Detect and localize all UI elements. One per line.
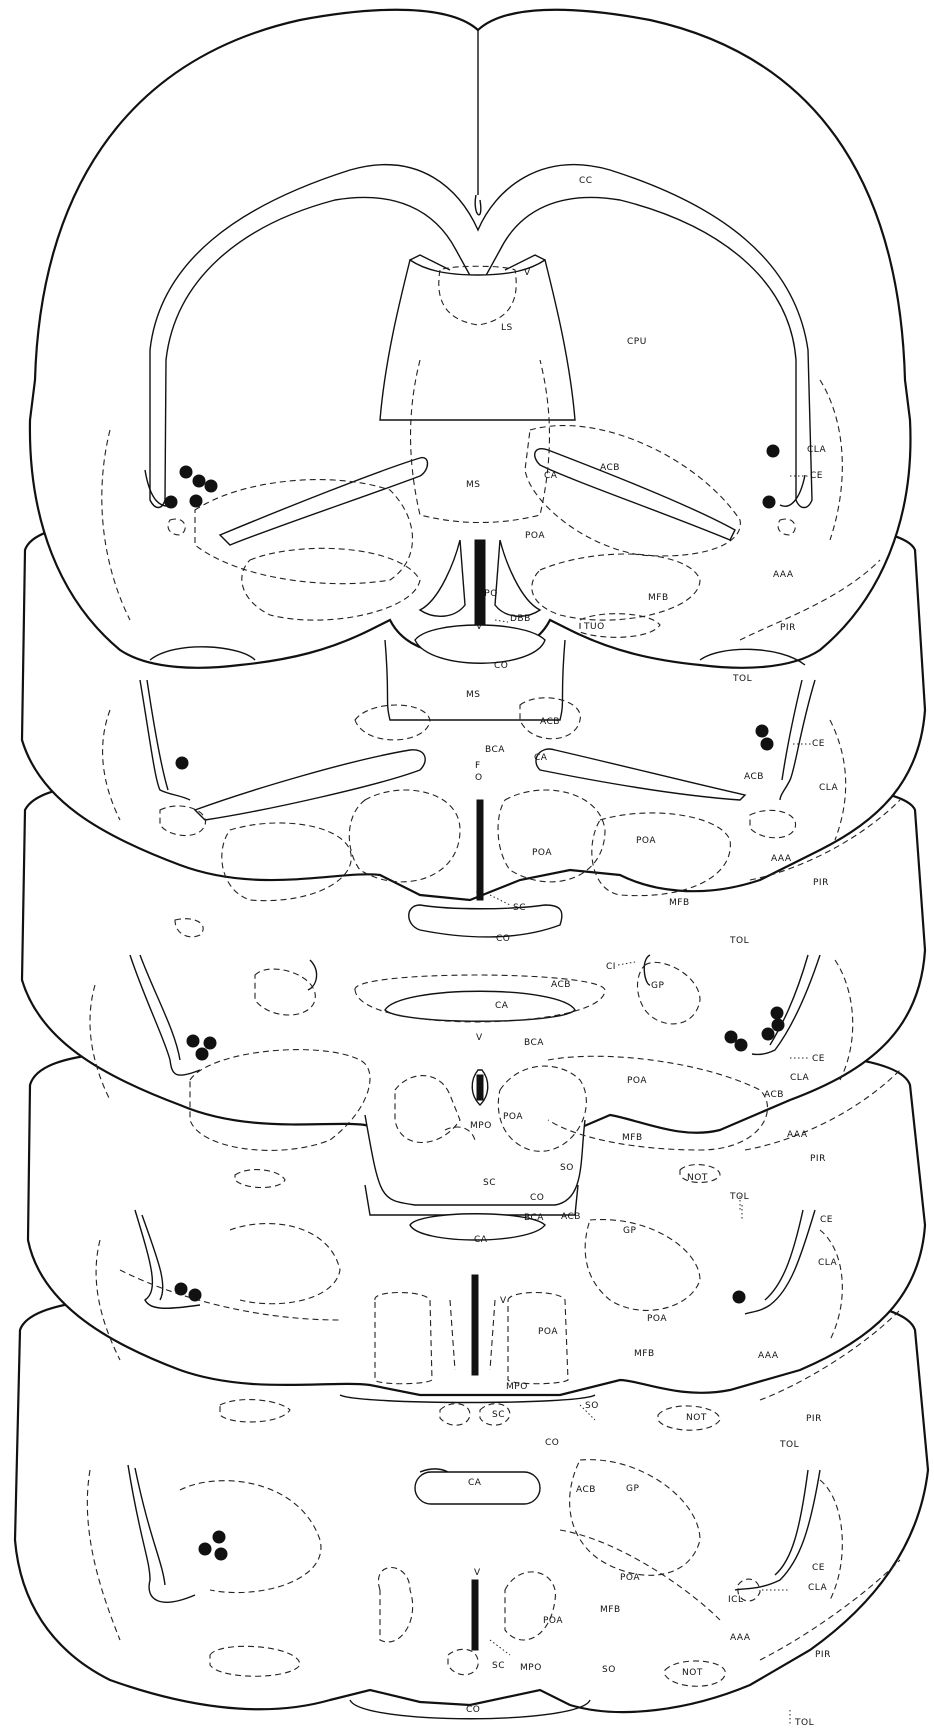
svg-text:NOT: NOT [686, 1413, 707, 1423]
svg-text:CLA: CLA [808, 1583, 828, 1593]
svg-text:CE: CE [812, 1563, 825, 1573]
svg-text:CO: CO [466, 1705, 480, 1715]
svg-text:MPO: MPO [520, 1663, 542, 1673]
svg-text:POA: POA [538, 1327, 558, 1337]
svg-text:POA: POA [620, 1573, 640, 1583]
svg-text:AAA: AAA [787, 1130, 808, 1140]
svg-text:MPO: MPO [476, 589, 498, 599]
svg-text:ACB: ACB [561, 1212, 581, 1222]
svg-text:CLA: CLA [790, 1073, 810, 1083]
svg-text:CO: CO [494, 661, 508, 671]
svg-text:AAA: AAA [771, 854, 792, 864]
svg-text:PIR: PIR [806, 1414, 822, 1424]
svg-text:GP: GP [626, 1484, 639, 1494]
svg-text:BCA: BCA [524, 1213, 544, 1223]
svg-text:POA: POA [543, 1616, 563, 1626]
svg-text:NOT: NOT [682, 1668, 703, 1678]
svg-text:LS: LS [501, 323, 513, 333]
svg-text:CLA: CLA [807, 445, 827, 455]
svg-text:TOL: TOL [729, 1192, 749, 1202]
svg-text:MPO: MPO [470, 1121, 492, 1131]
svg-text:CE: CE [812, 739, 825, 749]
svg-text:SO: SO [602, 1665, 616, 1675]
svg-text:V: V [524, 268, 531, 278]
svg-text:F: F [475, 761, 481, 771]
svg-text:CO: CO [545, 1438, 559, 1448]
svg-text:AAA: AAA [730, 1633, 751, 1643]
svg-text:TOL: TOL [729, 936, 749, 946]
svg-text:CA: CA [534, 753, 548, 763]
svg-text:V: V [474, 1568, 481, 1578]
svg-text:ACB: ACB [540, 717, 560, 727]
svg-text:TUO: TUO [583, 622, 605, 632]
svg-text:POA: POA [636, 836, 656, 846]
svg-text:CC: CC [579, 176, 593, 186]
svg-text:CLA: CLA [819, 783, 839, 793]
svg-text:CE: CE [820, 1215, 833, 1225]
svg-text:POA: POA [647, 1314, 667, 1324]
svg-text:BCA: BCA [524, 1038, 544, 1048]
svg-text:NOT: NOT [687, 1173, 708, 1183]
svg-text:SO: SO [585, 1401, 599, 1411]
svg-text:PIR: PIR [780, 623, 796, 633]
svg-text:TOL: TOL [794, 1718, 814, 1728]
svg-text:ACB: ACB [764, 1090, 784, 1100]
svg-text:POA: POA [627, 1076, 647, 1086]
anterior-commissure [415, 1472, 540, 1504]
svg-text:POA: POA [525, 531, 545, 541]
svg-text:CO: CO [496, 934, 510, 944]
svg-text:MFB: MFB [622, 1133, 643, 1143]
svg-text:DBB: DBB [510, 614, 531, 624]
svg-text:PIR: PIR [810, 1154, 826, 1164]
svg-text:ICL: ICL [728, 1595, 743, 1605]
svg-text:CA: CA [495, 1001, 509, 1011]
svg-text:CA: CA [468, 1478, 482, 1488]
svg-text:TOL: TOL [732, 674, 752, 684]
svg-text:CO: CO [530, 1193, 544, 1203]
svg-text:SC: SC [483, 1178, 496, 1188]
svg-text:CE: CE [810, 471, 823, 481]
section-1: CC V LS CPU MS CA ACB CLA CE POA MPO DBB… [30, 10, 911, 684]
svg-text:O: O [475, 773, 483, 783]
svg-text:CI: CI [606, 962, 616, 972]
svg-text:MFB: MFB [634, 1349, 655, 1359]
svg-text:PIR: PIR [815, 1650, 831, 1660]
svg-text:V: V [476, 622, 483, 632]
svg-text:POA: POA [532, 848, 552, 858]
svg-text:ACB: ACB [551, 980, 571, 990]
svg-text:CPU: CPU [627, 337, 647, 347]
svg-text:AAA: AAA [758, 1351, 779, 1361]
svg-text:CA: CA [474, 1235, 488, 1245]
svg-text:ACB: ACB [576, 1485, 596, 1495]
svg-text:MFB: MFB [648, 593, 669, 603]
svg-text:MPO: MPO [506, 1382, 528, 1392]
svg-text:GP: GP [623, 1226, 636, 1236]
svg-text:V: V [476, 1033, 483, 1043]
svg-text:MFB: MFB [669, 898, 690, 908]
svg-text:SC: SC [492, 1661, 505, 1671]
svg-text:V: V [500, 1296, 507, 1306]
svg-text:TOL: TOL [779, 1440, 799, 1450]
svg-text:CLA: CLA [818, 1258, 838, 1268]
svg-text:POA: POA [503, 1112, 523, 1122]
svg-text:MS: MS [466, 480, 480, 490]
svg-text:SC: SC [513, 903, 526, 913]
svg-text:BCA: BCA [485, 745, 505, 755]
svg-text:ACB: ACB [600, 463, 620, 473]
svg-text:V: V [476, 891, 483, 901]
svg-text:SC: SC [492, 1410, 505, 1420]
svg-text:CE: CE [812, 1054, 825, 1064]
svg-text:GP: GP [651, 981, 664, 991]
svg-text:PIR: PIR [813, 878, 829, 888]
svg-text:CA: CA [544, 471, 558, 481]
svg-text:ACB: ACB [744, 772, 764, 782]
svg-text:MFB: MFB [600, 1605, 621, 1615]
svg-text:SO: SO [560, 1163, 574, 1173]
svg-text:AAA: AAA [773, 570, 794, 580]
svg-text:MS: MS [466, 690, 480, 700]
